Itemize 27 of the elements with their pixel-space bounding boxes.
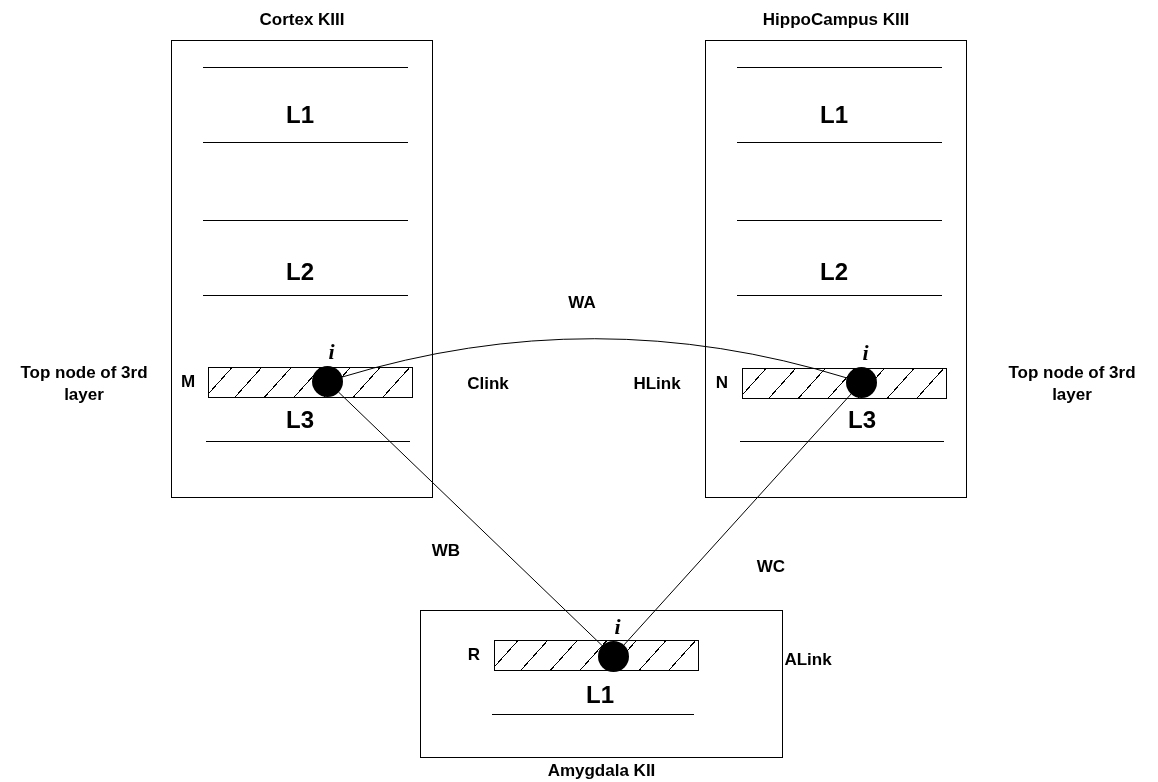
link-label: HLink [633,374,681,394]
connector-line [341,338,848,379]
side-note: Top node of 3rd layer [1007,361,1137,406]
layer-label: L1 [286,101,314,129]
layer-label: L2 [820,258,848,286]
connector-line [338,391,603,647]
edge-label: WC [756,557,786,577]
index-label: i [328,339,335,365]
link-label: Clink [467,374,509,394]
region-title: Amygdala KII [547,761,656,781]
index-label: i [862,340,869,366]
layer-label: L1 [820,101,848,129]
layer-label: L1 [586,681,614,709]
link-label: ALink [784,650,832,670]
connector-line [623,393,852,646]
side-note: Top node of 3rd layer [19,361,149,406]
row-label: M [180,372,196,392]
row-label: N [715,373,729,393]
region-title: Cortex KIII [259,10,345,30]
layer-label: L2 [286,258,314,286]
index-label: i [614,614,621,640]
edge-label: WB [431,541,461,561]
layer-label: L3 [286,406,314,434]
edge-label: WA [568,293,596,313]
region-title: HippoCampus KIII [762,10,910,30]
row-label: R [467,645,481,665]
layer-label: L3 [848,406,876,434]
